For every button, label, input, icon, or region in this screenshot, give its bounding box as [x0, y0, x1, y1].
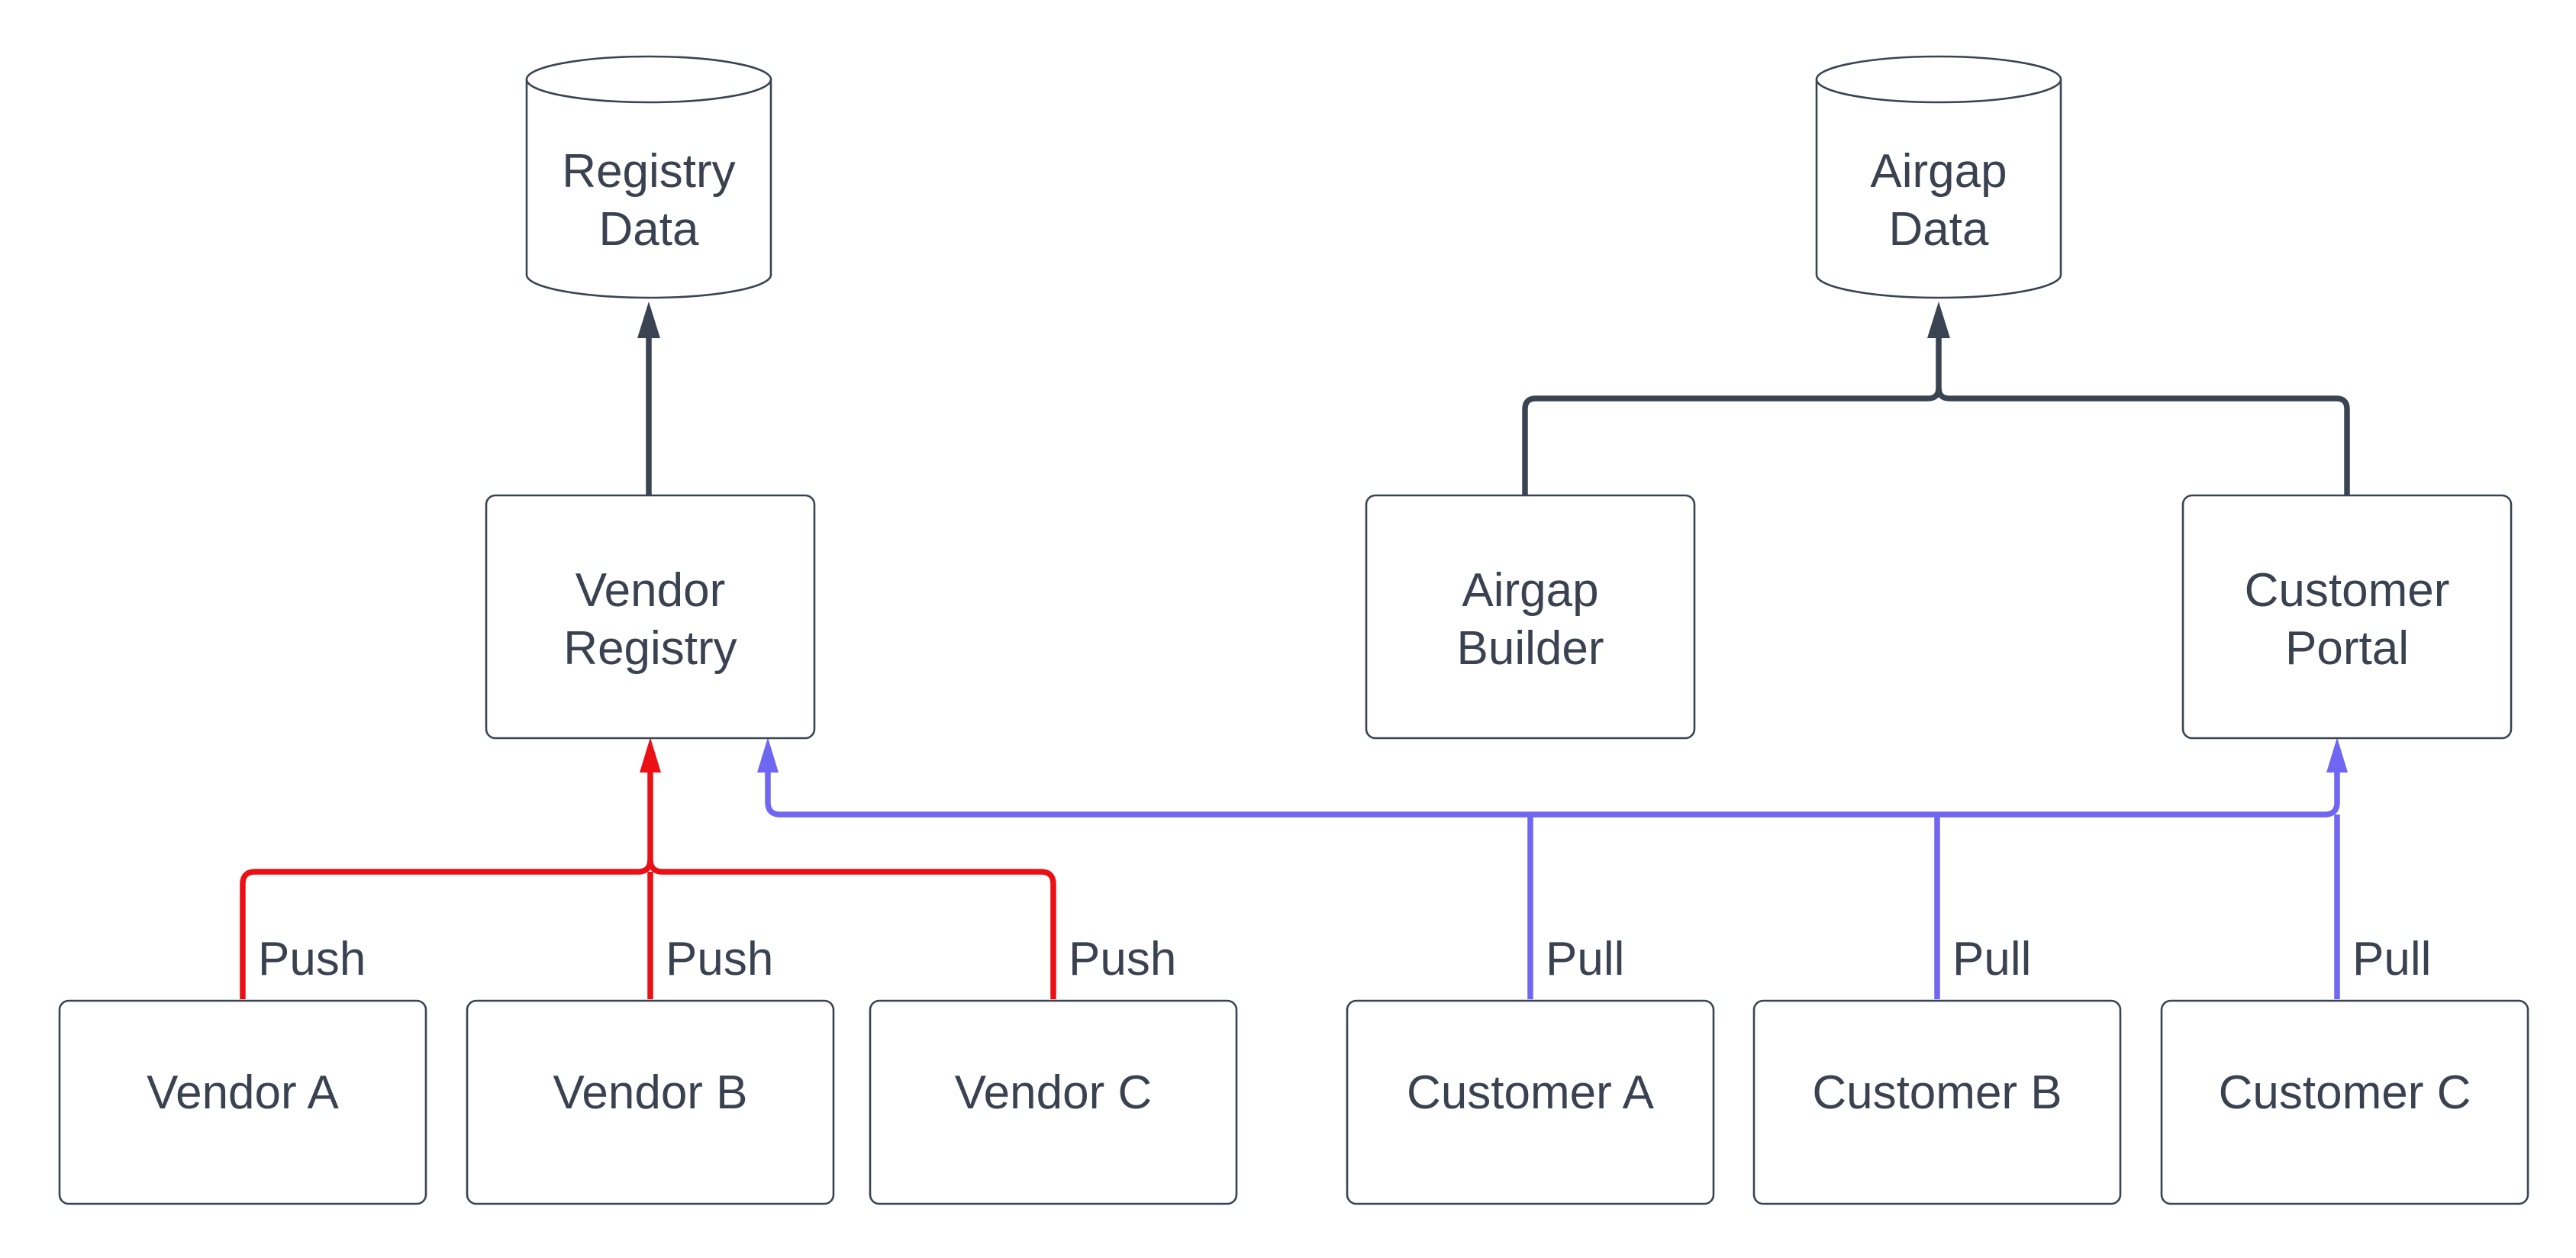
customer-c-label: Customer C	[2219, 1066, 2471, 1119]
airgap-data-cylinder-body	[1815, 79, 2062, 299]
customer-portal-label-line1: Customer	[2245, 564, 2450, 617]
edge-label-push-a: Push	[258, 933, 366, 985]
vendor-registry-label-line1: Vendor	[575, 564, 726, 617]
node-customer-a: Customer A	[1346, 999, 1715, 1205]
vendor-b-box	[466, 999, 835, 1205]
arrowhead-registry-data	[637, 302, 660, 338]
node-vendor-c: Vendor C	[869, 999, 1238, 1205]
node-customer-b: Customer B	[1752, 999, 2122, 1205]
edges	[240, 302, 2350, 999]
vendor-c-label: Vendor C	[955, 1066, 1153, 1119]
vendor-registry-box	[485, 494, 816, 740]
node-vendor-registry: Vendor Registry	[485, 494, 816, 740]
customer-a-label: Customer A	[1407, 1066, 1655, 1119]
edge-labels: Push Push Push Pull Pull Pull	[258, 933, 2431, 985]
node-airgap-builder: Airgap Builder	[1365, 494, 1696, 740]
edge-label-pull-a: Pull	[1546, 933, 1624, 985]
customer-b-box	[1752, 999, 2122, 1205]
arrowhead-pull-vendor-registry	[757, 737, 779, 773]
edge-label-pull-b: Pull	[1952, 933, 2031, 985]
edge-airgap-builder-to-airgap-data	[1522, 337, 1942, 495]
vendor-registry-label-line2: Registry	[563, 622, 737, 675]
edge-label-push-c: Push	[1069, 933, 1176, 985]
airgap-data-label-line2: Data	[1889, 203, 1989, 256]
vendor-a-box	[58, 999, 427, 1205]
vendor-b-label: Vendor B	[553, 1066, 747, 1119]
airgap-data-label-line1: Airgap	[1870, 145, 2007, 198]
airgap-builder-label-line2: Builder	[1457, 622, 1604, 675]
edge-label-push-b: Push	[666, 933, 773, 985]
arrowhead-push-vendor-registry	[640, 737, 661, 773]
airgap-builder-box	[1365, 494, 1696, 740]
node-vendor-a: Vendor A	[58, 999, 427, 1205]
arrowhead-airgap-data	[1927, 302, 1950, 338]
vendor-a-label: Vendor A	[147, 1066, 339, 1119]
edge-customer-portal-to-airgap-data	[1936, 387, 2350, 495]
customer-portal-label-line2: Portal	[2285, 622, 2409, 675]
customer-a-box	[1346, 999, 1715, 1205]
airgap-builder-label-line1: Airgap	[1462, 564, 1598, 617]
node-registry-data: Registry Data	[525, 55, 772, 299]
customer-portal-box	[2181, 494, 2513, 740]
node-customer-portal: Customer Portal	[2181, 494, 2513, 740]
registry-data-label-line1: Registry	[562, 145, 735, 198]
node-customer-c: Customer C	[2160, 999, 2529, 1205]
customer-b-label: Customer B	[1812, 1066, 2062, 1119]
node-airgap-data: Airgap Data	[1815, 55, 2062, 299]
registry-data-cylinder-top	[525, 55, 772, 104]
customer-c-box	[2160, 999, 2529, 1205]
edge-pull-rail	[765, 771, 2340, 818]
registry-data-cylinder-body	[525, 79, 772, 299]
edge-label-pull-c: Pull	[2352, 933, 2431, 985]
node-vendor-b: Vendor B	[466, 999, 835, 1205]
vendor-c-box	[869, 999, 1238, 1205]
registry-data-label-line2: Data	[599, 203, 699, 256]
airgap-data-cylinder-top	[1815, 55, 2062, 104]
edge-push-vendor-c	[647, 859, 1056, 999]
arrowhead-pull-customer-portal	[2326, 737, 2348, 773]
